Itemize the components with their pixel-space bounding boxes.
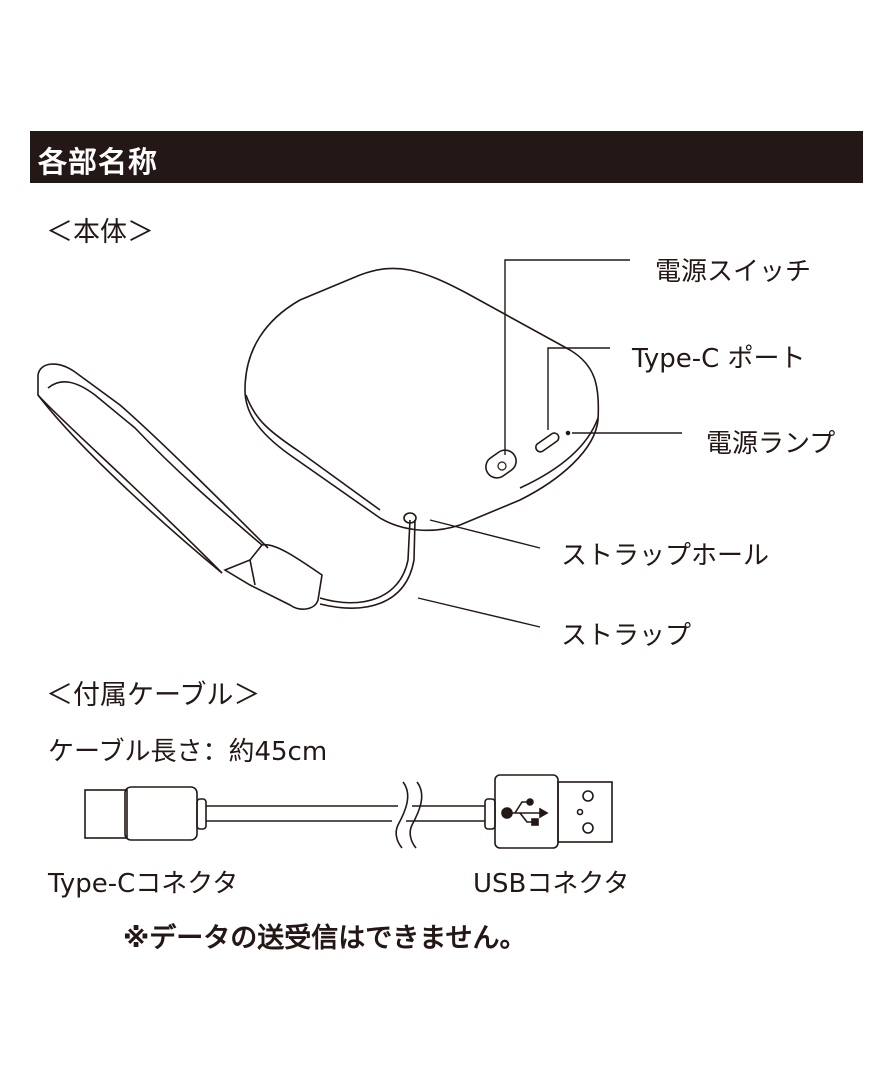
section-header: 各部名称: [30, 131, 863, 183]
cable-length: ケーブル長さ：約45cm: [48, 737, 328, 767]
typec-port: [535, 432, 560, 453]
power-switch[interactable]: [482, 446, 521, 482]
label-strap-hole: ストラップホール: [561, 541, 770, 571]
device-body: [244, 267, 600, 532]
usb-plug: [557, 781, 613, 843]
label-power-lamp: 電源ランプ: [706, 429, 836, 459]
body-section-title: ＜本体＞: [46, 217, 154, 248]
label-typec-connector: Type-Cコネクタ: [48, 869, 239, 899]
label-usb-connector: USBコネクタ: [473, 869, 630, 899]
section-title: 各部名称: [38, 145, 159, 179]
usb-icon: [501, 798, 549, 826]
leader-lines: [417, 259, 682, 628]
label-power-switch: 電源スイッチ: [655, 257, 812, 287]
typec-plug: [84, 789, 128, 839]
cable-section-title: ＜付属ケーブル＞: [46, 680, 261, 711]
data-transfer-note: ※データの送受信はできません。: [123, 923, 527, 954]
strap-hole: [403, 512, 417, 524]
label-strap: ストラップ: [561, 621, 692, 651]
power-lamp: [565, 430, 571, 436]
power-icon: [497, 461, 507, 471]
label-typec-port: Type-C ポート: [632, 344, 806, 374]
typec-housing: [124, 786, 198, 841]
strap-drawing: [37, 363, 416, 610]
cable-drawing: [84, 774, 613, 849]
